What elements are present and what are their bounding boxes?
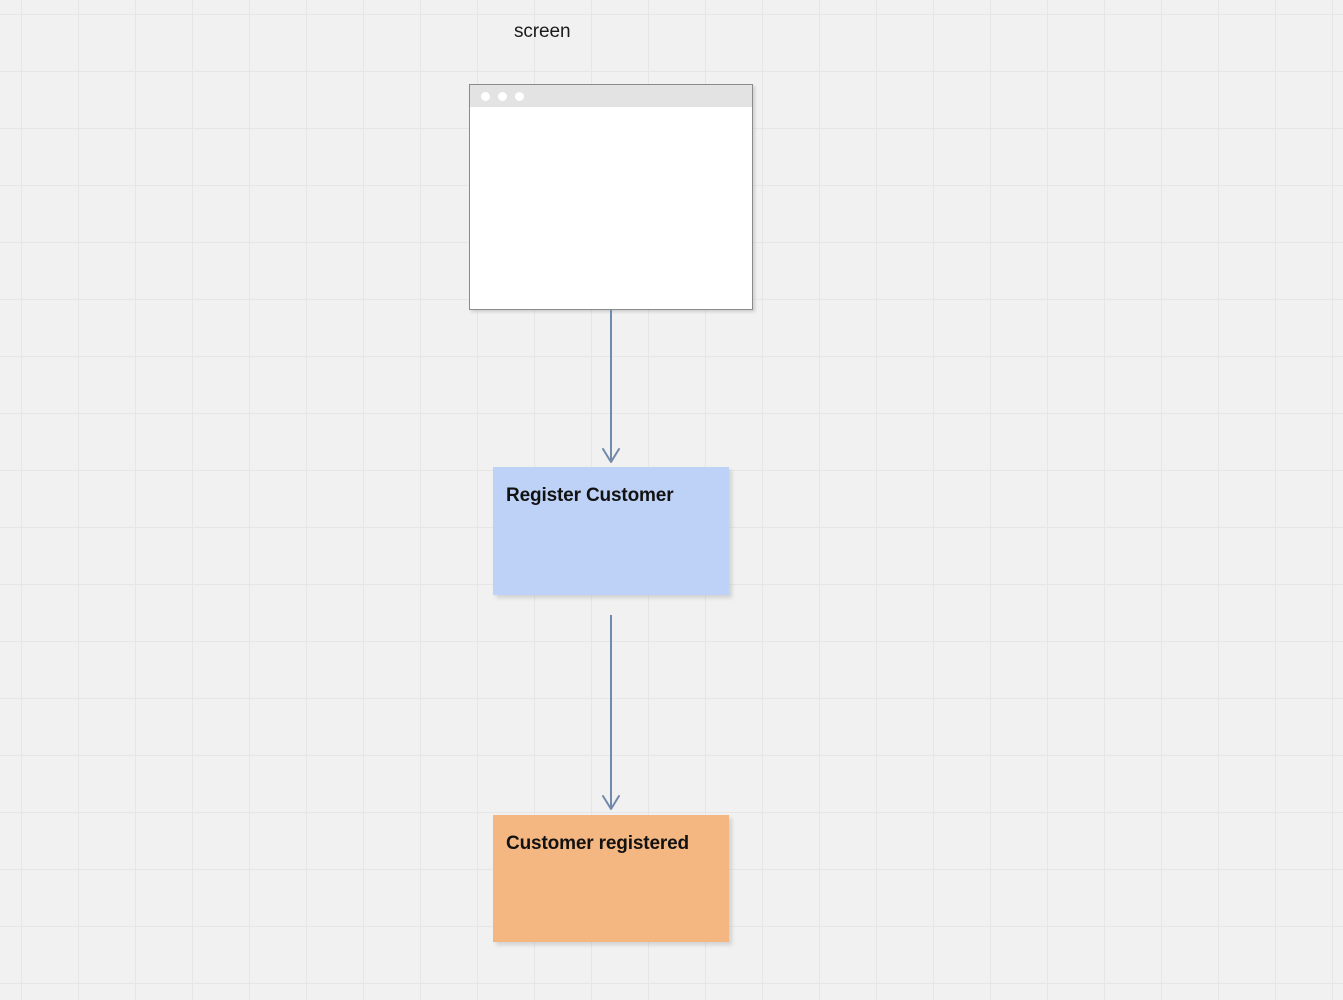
customer-registered-node[interactable]: Customer registered [493,815,729,942]
register-customer-node[interactable]: Register Customer [493,467,729,595]
screen-mockup[interactable] [469,84,753,310]
screen-label[interactable]: screen [514,21,571,42]
arrowhead-icon [602,795,620,810]
screen-mockup-body [470,107,752,309]
connector-register-to-registered[interactable] [591,610,633,822]
connector-screen-to-register[interactable] [591,305,633,475]
register-customer-node-label: Register Customer [506,485,674,506]
customer-registered-node-label: Customer registered [506,833,689,854]
arrowhead-icon [602,448,620,463]
window-minimize-dot-icon [498,91,507,101]
window-close-dot-icon [481,91,490,101]
window-maximize-dot-icon [515,91,524,101]
screen-mockup-titlebar [470,85,752,107]
